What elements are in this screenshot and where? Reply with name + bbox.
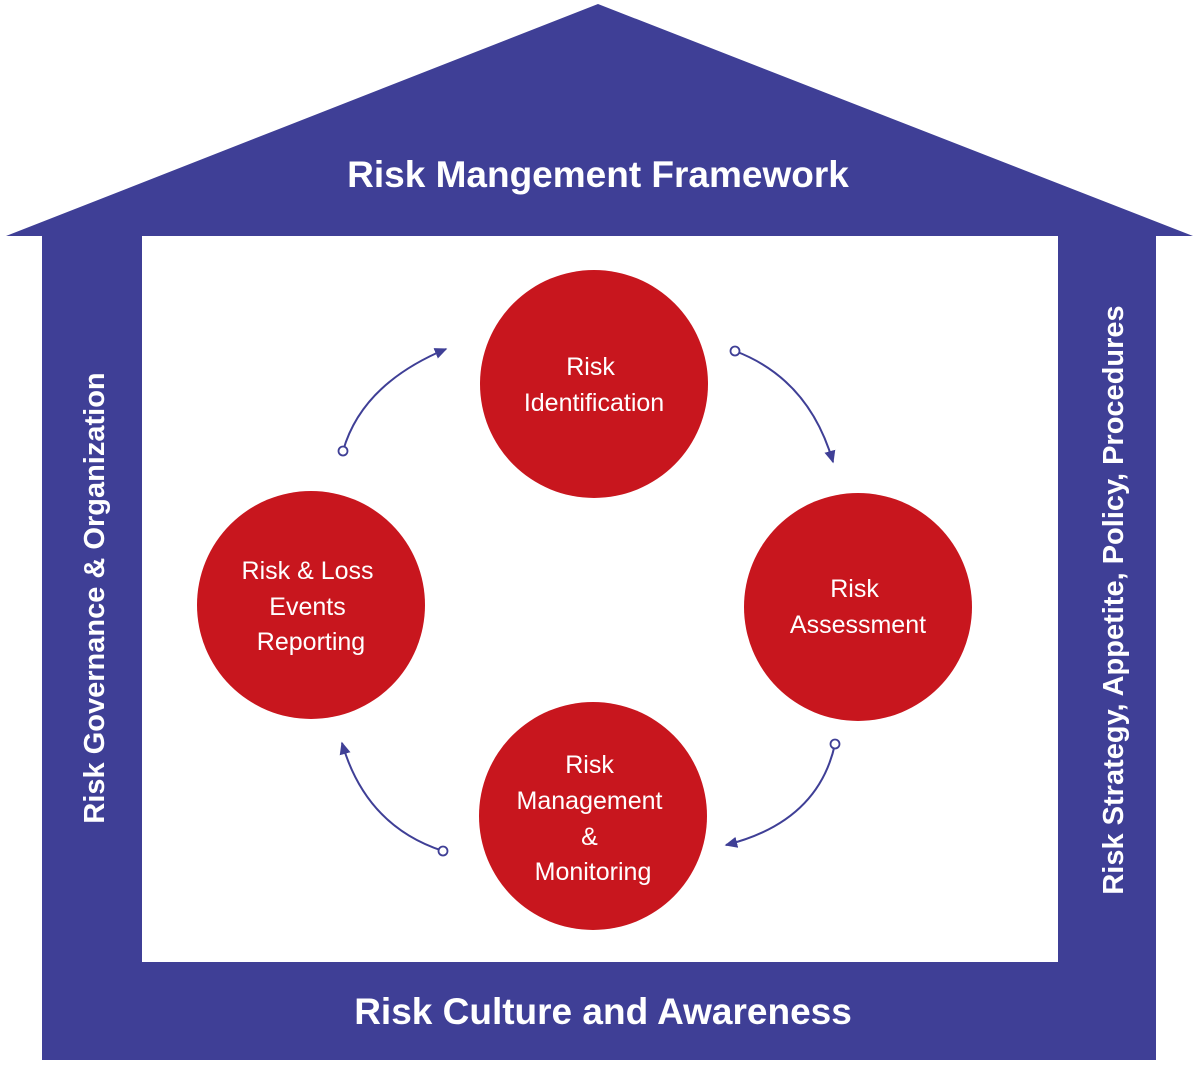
node-identification: Risk Identification	[480, 270, 708, 498]
management-label-line: Monitoring	[535, 858, 652, 886]
roof-title: Risk Mangement Framework	[347, 154, 849, 195]
management-label-line: Management	[517, 787, 663, 815]
arrow-assessment-to-management	[724, 738, 841, 848]
identification-label-line: Risk	[566, 353, 615, 381]
assessment-circle	[744, 493, 972, 721]
reporting-label-line: Reporting	[257, 628, 365, 656]
identification-label-line: Identification	[524, 389, 664, 417]
reporting-label: Risk & Loss Events Reporting	[242, 557, 381, 656]
reporting-label-line: Risk & Loss	[242, 557, 374, 585]
left-pillar-label: Risk Governance & Organization	[79, 372, 111, 823]
foundation-label: Risk Culture and Awareness	[354, 991, 852, 1032]
management-circle	[479, 702, 707, 930]
management-label: Risk Management & Monitoring	[517, 751, 670, 886]
reporting-label-line: Events	[269, 593, 345, 621]
arrow-identification-to-assessment	[729, 345, 836, 464]
node-assessment: Risk Assessment	[744, 493, 972, 721]
reporting-circle	[197, 491, 425, 719]
assessment-label-line: Assessment	[790, 611, 926, 639]
identification-circle	[480, 270, 708, 498]
assessment-label-line: Risk	[830, 575, 879, 603]
node-management: Risk Management & Monitoring	[479, 702, 707, 930]
node-reporting: Risk & Loss Events Reporting	[197, 491, 425, 719]
arrow-management-to-reporting	[339, 741, 449, 857]
management-label-line: Risk	[565, 751, 614, 779]
right-pillar-label: Risk Strategy, Appetite, Policy, Procedu…	[1098, 305, 1130, 894]
management-label-line: &	[581, 823, 598, 851]
assessment-label: Risk Assessment	[790, 575, 926, 639]
arrow-reporting-to-identification	[337, 348, 448, 457]
identification-label: Risk Identification	[524, 353, 664, 417]
cycle-arrows	[337, 345, 841, 857]
